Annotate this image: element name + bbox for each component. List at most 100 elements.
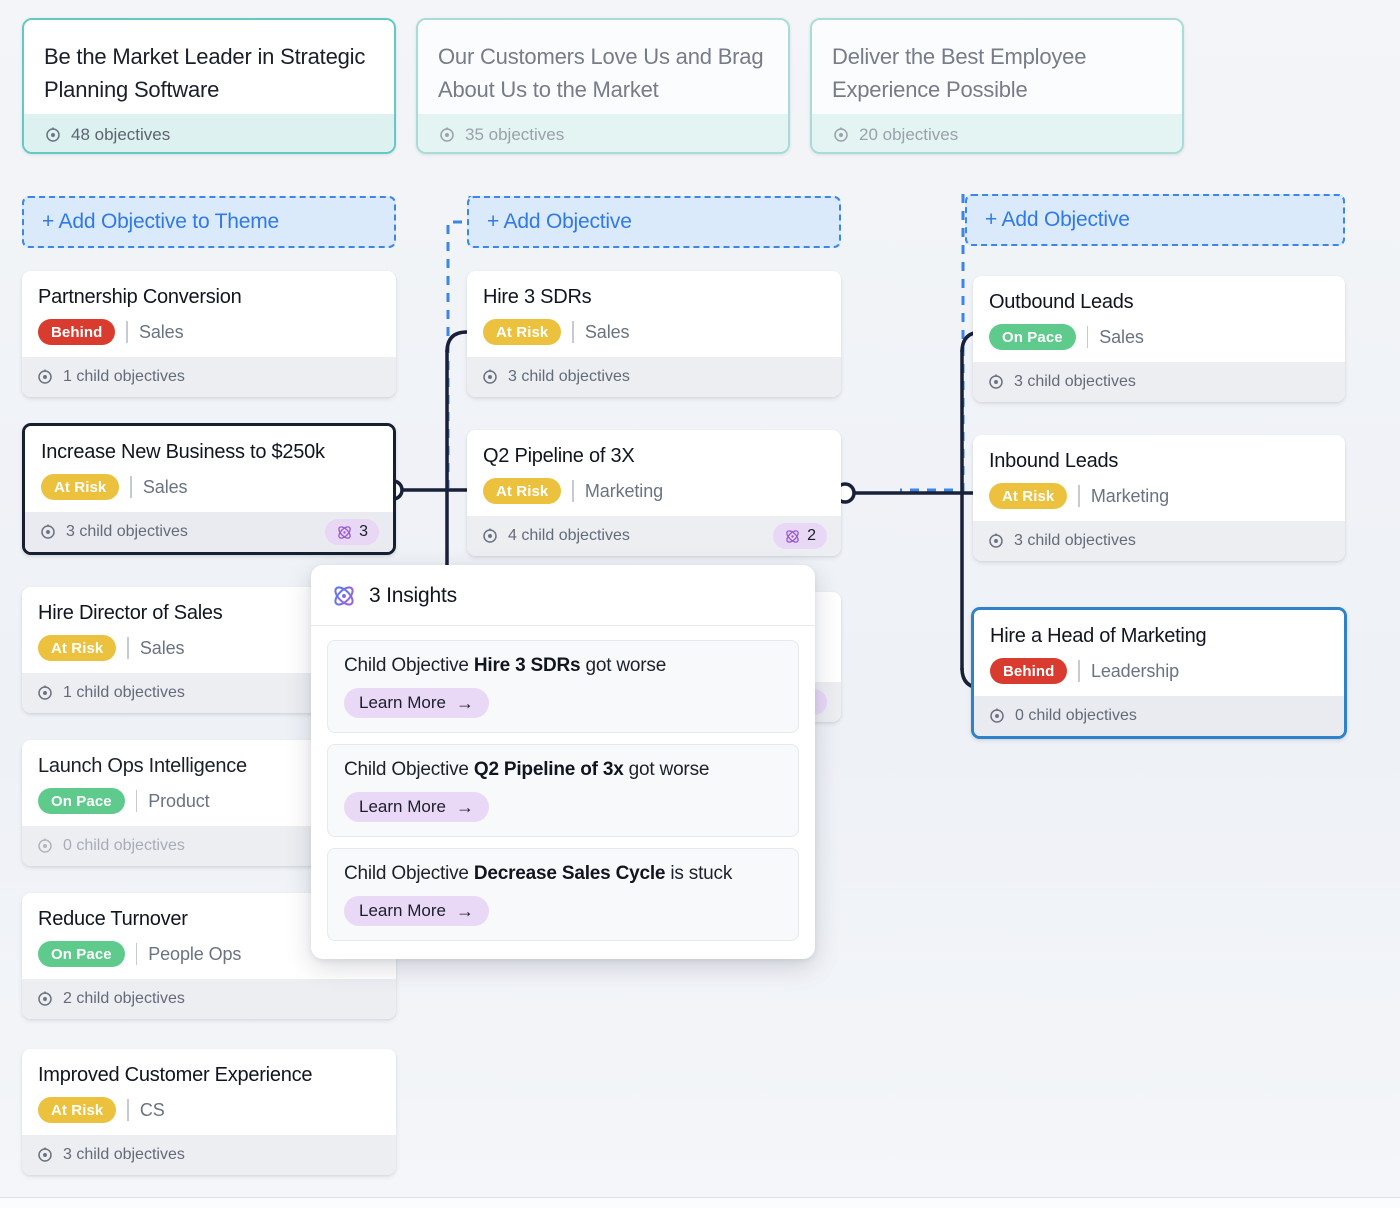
insight-prefix: Child Objective — [344, 863, 474, 884]
theme-card-2[interactable]: Deliver the Best Employee Experience Pos… — [810, 18, 1184, 154]
target-icon — [38, 838, 52, 853]
objective-team: CS — [139, 1099, 165, 1120]
status-badge: On Pace — [38, 941, 125, 967]
meta-divider — [126, 321, 128, 343]
insights-popover-header: 3 Insights — [311, 565, 815, 626]
objective-meta: At Risk Marketing — [483, 478, 825, 504]
target-icon — [483, 528, 497, 543]
status-badge: On Pace — [989, 324, 1076, 350]
card-body: Increase New Business to $250k At Risk S… — [25, 426, 393, 512]
objective-card-hire-3-sdrs[interactable]: Hire 3 SDRs At Risk Sales 3 child object… — [467, 271, 841, 397]
target-icon — [483, 369, 497, 384]
learn-more-button[interactable]: Learn More → — [344, 792, 489, 822]
meta-divider — [1078, 660, 1080, 682]
insight-suffix: got worse — [623, 759, 710, 780]
objective-meta: At Risk Sales — [38, 635, 380, 661]
meta-divider — [572, 321, 574, 343]
insight-subject: Decrease Sales Cycle — [473, 863, 666, 884]
card-body: Improved Customer Experience At Risk CS — [22, 1049, 396, 1135]
insight-text: Child Objective Decrease Sales Cycle is … — [344, 863, 782, 885]
status-badge: On Pace — [38, 788, 125, 814]
status-badge: At Risk — [41, 474, 120, 500]
theme-card-1[interactable]: Our Customers Love Us and Brag About Us … — [416, 18, 790, 154]
insight-item[interactable]: Child Objective Hire 3 SDRs got worse Le… — [327, 640, 799, 733]
insight-prefix: Child Objective — [344, 655, 474, 676]
child-objectives-count: 0 child objectives — [1015, 707, 1137, 724]
insight-subject: Q2 Pipeline of 3x — [473, 759, 624, 780]
insight-text: Child Objective Q2 Pipeline of 3x got wo… — [344, 759, 782, 781]
target-icon — [990, 708, 1004, 723]
child-objectives-count: 3 child objectives — [1014, 373, 1136, 390]
objective-card-outbound-leads[interactable]: Outbound Leads On Pace Sales 3 child obj… — [973, 276, 1345, 402]
theme-card-body: Be the Market Leader in Strategic Planni… — [24, 20, 394, 114]
objective-meta: At Risk CS — [38, 1097, 380, 1123]
objective-title: Improved Customer Experience — [38, 1064, 313, 1086]
child-objectives-count: 1 child objectives — [63, 684, 185, 701]
meta-divider — [1086, 326, 1089, 348]
objective-title: Reduce Turnover — [38, 908, 188, 930]
insight-item[interactable]: Child Objective Q2 Pipeline of 3x got wo… — [327, 744, 799, 837]
meta-divider — [572, 480, 574, 502]
theme-card-0[interactable]: Be the Market Leader in Strategic Planni… — [22, 18, 396, 154]
insight-text: Child Objective Hire 3 SDRs got worse — [344, 655, 782, 677]
card-body: Hire a Head of Marketing Behind Leadersh… — [974, 610, 1344, 696]
theme-card-body: Our Customers Love Us and Brag About Us … — [418, 20, 788, 114]
objective-card-increase-new-business[interactable]: Increase New Business to $250k At Risk S… — [22, 423, 396, 555]
theme-objectives-count: 48 objectives — [71, 125, 171, 144]
status-badge: Behind — [38, 319, 116, 345]
insights-atom-icon — [786, 529, 799, 543]
add-objective-to-theme-button[interactable]: + Add Objective to Theme — [22, 196, 396, 248]
theme-title: Deliver the Best Employee Experience Pos… — [832, 44, 1087, 102]
card-footer: 2 child objectives — [22, 979, 396, 1019]
objective-team: Sales — [138, 321, 184, 342]
objective-meta: On Pace People Ops — [38, 941, 380, 967]
theme-objectives-count: 35 objectives — [465, 125, 565, 144]
status-badge: At Risk — [38, 635, 117, 661]
child-objectives-count: 0 child objectives — [63, 837, 185, 854]
status-badge: Behind — [990, 658, 1068, 684]
objective-team: Marketing — [584, 480, 664, 501]
card-footer: 1 child objectives — [22, 357, 396, 397]
objective-card-hire-head-of-marketing[interactable]: Hire a Head of Marketing Behind Leadersh… — [971, 607, 1347, 739]
status-badge: At Risk — [989, 483, 1068, 509]
learn-more-label: Learn More — [359, 797, 446, 816]
objective-title: Inbound Leads — [989, 450, 1119, 472]
objective-card-inbound-leads[interactable]: Inbound Leads At Risk Marketing 3 child … — [973, 435, 1345, 561]
objective-meta: Behind Sales — [38, 319, 380, 345]
page-bottom-rule — [0, 1197, 1400, 1208]
objective-team: People Ops — [148, 943, 242, 964]
objective-title: Outbound Leads — [989, 291, 1134, 313]
objective-card-q2-pipeline[interactable]: Q2 Pipeline of 3X At Risk Marketing 4 ch… — [467, 430, 841, 556]
target-icon — [989, 374, 1003, 389]
insight-item[interactable]: Child Objective Decrease Sales Cycle is … — [327, 848, 799, 941]
child-objectives-count: 4 child objectives — [508, 527, 630, 544]
arrow-right-icon: → — [455, 797, 474, 817]
card-footer: 3 child objectives 3 — [25, 512, 393, 552]
add-objective-button-middle[interactable]: + Add Objective — [467, 196, 841, 248]
objective-card-improved-customer-experience[interactable]: Improved Customer Experience At Risk CS … — [22, 1049, 396, 1175]
objective-title: Q2 Pipeline of 3X — [483, 445, 635, 467]
objective-meta: On Pace Sales — [989, 324, 1329, 350]
learn-more-label: Learn More — [359, 693, 446, 712]
learn-more-button[interactable]: Learn More → — [344, 896, 489, 926]
meta-divider — [127, 1099, 129, 1121]
objective-meta: Behind Leadership — [990, 658, 1328, 684]
objective-team: Sales — [1099, 326, 1144, 347]
learn-more-button[interactable]: Learn More → — [344, 688, 489, 718]
theme-title: Be the Market Leader in Strategic Planni… — [44, 44, 366, 102]
card-body: Outbound Leads On Pace Sales — [973, 276, 1345, 362]
objective-team: Leadership — [1090, 660, 1180, 681]
objective-card-partnership-conversion[interactable]: Partnership Conversion Behind Sales 1 ch… — [22, 271, 396, 397]
meta-divider — [135, 943, 138, 965]
target-icon — [989, 533, 1003, 548]
target-icon — [38, 685, 52, 700]
child-objectives-count: 2 child objectives — [63, 990, 185, 1007]
objective-meta: At Risk Marketing — [989, 483, 1329, 509]
insights-count-badge[interactable]: 2 — [773, 523, 827, 549]
card-footer: 3 child objectives — [973, 521, 1345, 561]
add-objective-button-right[interactable]: + Add Objective — [965, 194, 1345, 246]
objective-team: Marketing — [1090, 485, 1170, 506]
insight-suffix: got worse — [580, 655, 667, 676]
insights-count-badge[interactable]: 3 — [325, 519, 379, 545]
